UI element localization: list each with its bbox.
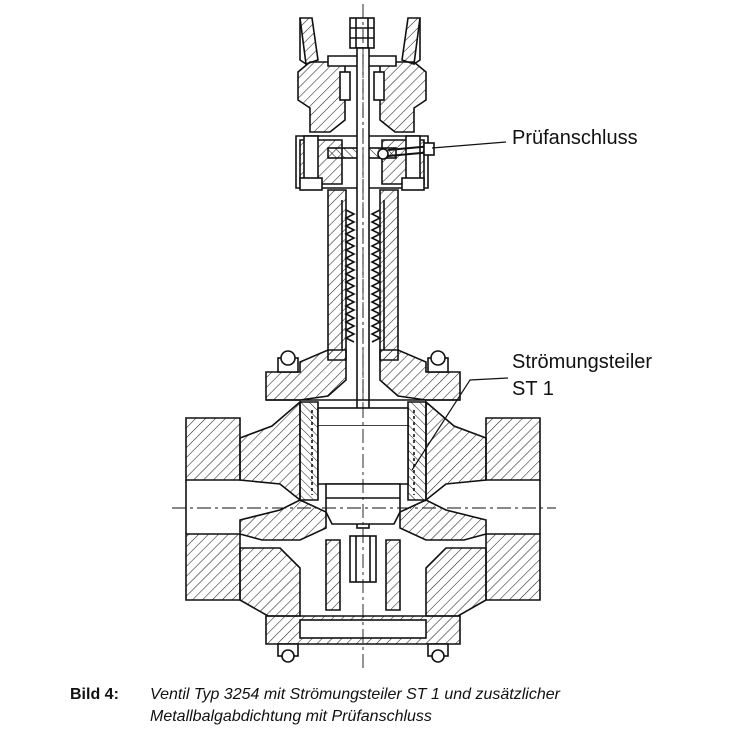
caption-lead: Bild 4: xyxy=(70,686,119,703)
bonnet-neck xyxy=(327,189,399,361)
caption-line2: Metallbalgabdichtung mit Prüfanschluss xyxy=(150,708,432,725)
flow-path xyxy=(185,480,541,534)
figure-caption: Bild 4: Ventil Typ 3254 mit Strömungsteil… xyxy=(70,684,710,728)
yoke-body xyxy=(297,55,427,133)
leader-lines xyxy=(411,141,509,471)
label-st1: ST 1 xyxy=(512,378,554,400)
test-flange xyxy=(295,135,435,191)
stem-nut xyxy=(349,17,375,49)
yoke-arms xyxy=(299,17,421,66)
label-pruefanschluss: Prüfanschluss xyxy=(512,127,638,149)
bonnet-flange xyxy=(265,349,461,401)
centre-lines xyxy=(172,4,556,668)
caption-line1: Ventil Typ 3254 mit Strömungsteiler ST 1… xyxy=(150,686,560,703)
label-stroemungsteiler: Strömungsteiler xyxy=(512,351,653,373)
